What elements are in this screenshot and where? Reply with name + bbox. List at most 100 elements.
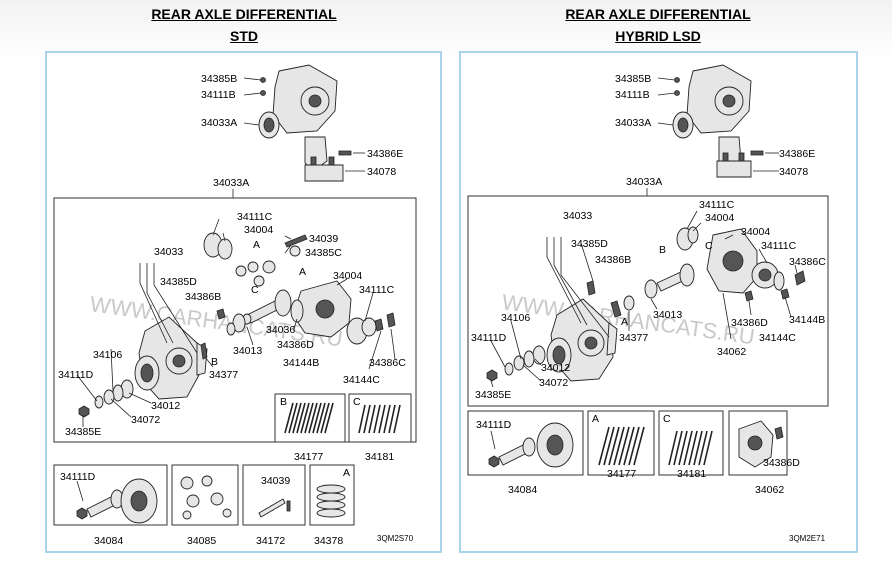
box-34181-lsd[interactable] xyxy=(658,410,724,476)
label-34181-lsd[interactable]: 34181 xyxy=(677,468,706,480)
label-34386D-b-lsd[interactable]: 34386D xyxy=(763,457,800,469)
label-34004-b[interactable]: 34004 xyxy=(333,270,362,282)
housing-cover-assembly-lsd[interactable] xyxy=(672,64,764,178)
label-34013[interactable]: 34013 xyxy=(233,345,262,357)
label-34039[interactable]: 34039 xyxy=(309,233,338,245)
label-34012[interactable]: 34012 xyxy=(151,400,180,412)
label-34072-lsd[interactable]: 34072 xyxy=(539,377,568,389)
box-letter-A: A xyxy=(343,467,350,479)
spring-34177 xyxy=(284,402,334,434)
box-34172[interactable] xyxy=(242,464,306,526)
pinion-rings-lsd[interactable] xyxy=(486,345,546,382)
housing-cover-assembly[interactable] xyxy=(258,64,352,182)
box-34378[interactable] xyxy=(309,464,355,526)
label-34033A-top[interactable]: 34033A xyxy=(201,117,237,129)
label-34084-lsd[interactable]: 34084 xyxy=(508,484,537,496)
label-34085[interactable]: 34085 xyxy=(187,535,216,547)
label-34385E-lsd[interactable]: 34385E xyxy=(475,389,511,401)
label-34111B-lsd[interactable]: 34111B xyxy=(615,89,650,101)
lsd-case-34062[interactable] xyxy=(706,228,785,294)
box-34062-lsd[interactable] xyxy=(728,410,788,476)
label-34111C-a[interactable]: 34111C xyxy=(237,211,273,223)
label-34111C-b-lsd[interactable]: 34111C xyxy=(761,240,797,252)
figure-code-std: 3QM2S70 xyxy=(377,534,414,543)
label-34385E[interactable]: 34385E xyxy=(65,426,101,438)
box-letter-A-lsd: A xyxy=(592,413,599,425)
label-34033A-frame-lsd[interactable]: 34033A xyxy=(626,176,662,188)
differential-case[interactable] xyxy=(290,280,352,338)
label-34084[interactable]: 34084 xyxy=(94,535,123,547)
exploded-assembly-frame-lsd xyxy=(467,195,829,407)
label-34385B[interactable]: 34385B xyxy=(201,73,237,85)
box-34181[interactable] xyxy=(348,393,412,443)
label-34172[interactable]: 34172 xyxy=(256,535,285,547)
label-34033[interactable]: 34033 xyxy=(154,246,183,258)
label-34033-lsd[interactable]: 34033 xyxy=(563,210,592,222)
box-34084[interactable] xyxy=(53,464,168,526)
pinion-bearing[interactable] xyxy=(232,313,246,333)
label-34386D-lsd[interactable]: 34386D xyxy=(731,317,768,329)
label-34004-b-lsd[interactable]: 34004 xyxy=(741,226,770,238)
label-34377-lsd[interactable]: 34377 xyxy=(619,332,648,344)
label-34013-lsd[interactable]: 34013 xyxy=(653,309,682,321)
label-34033A-frame[interactable]: 34033A xyxy=(213,177,249,189)
pinion-bearing-lsd[interactable] xyxy=(644,279,658,299)
label-34377[interactable]: 34377 xyxy=(209,369,238,381)
label-34385D-lsd[interactable]: 34385D xyxy=(571,238,608,250)
label-34004-a-lsd[interactable]: 34004 xyxy=(705,212,734,224)
label-34385C[interactable]: 34385C xyxy=(305,247,342,259)
label-34062-lsd[interactable]: 34062 xyxy=(717,346,746,358)
label-34111C-a-lsd[interactable]: 34111C xyxy=(699,199,735,211)
label-34111B[interactable]: 34111B xyxy=(201,89,236,101)
label-34111D-lsd[interactable]: 34111D xyxy=(471,332,507,344)
label-34004-a[interactable]: 34004 xyxy=(244,224,273,236)
label-34386D[interactable]: 34386D xyxy=(277,339,314,351)
box-34177[interactable] xyxy=(274,393,346,443)
label-34072[interactable]: 34072 xyxy=(131,414,160,426)
label-34385D[interactable]: 34385D xyxy=(160,276,197,288)
label-34386C[interactable]: 34386C xyxy=(369,357,406,369)
carrier-housing-lsd[interactable] xyxy=(546,298,618,382)
spacer-lsd[interactable] xyxy=(623,295,635,311)
label-34181[interactable]: 34181 xyxy=(365,451,394,463)
label-34106[interactable]: 34106 xyxy=(93,349,122,361)
label-34039-b[interactable]: 34039 xyxy=(261,475,290,487)
label-34111D-b-lsd[interactable]: 34111D xyxy=(476,419,512,431)
label-34144B[interactable]: 34144B xyxy=(283,357,319,369)
label-34078-lsd[interactable]: 34078 xyxy=(779,166,808,178)
label-34106-lsd[interactable]: 34106 xyxy=(501,312,530,324)
label-34078[interactable]: 34078 xyxy=(367,166,396,178)
label-34062-b-lsd[interactable]: 34062 xyxy=(755,484,784,496)
label-34144C[interactable]: 34144C xyxy=(343,374,380,386)
drive-pinion-lsd[interactable] xyxy=(656,226,699,292)
box-34084-lsd[interactable] xyxy=(467,410,584,476)
label-34385B-lsd[interactable]: 34385B xyxy=(615,73,651,85)
label-34111D[interactable]: 34111D xyxy=(58,369,94,381)
label-34144B-lsd[interactable]: 34144B xyxy=(789,314,825,326)
label-34378[interactable]: 34378 xyxy=(314,535,343,547)
box-34177-lsd[interactable] xyxy=(587,410,655,476)
heading-lsd-line1: REAR AXLE DIFFERENTIAL xyxy=(565,6,751,22)
label-34033A-top-lsd[interactable]: 34033A xyxy=(615,117,651,129)
label-34144C-lsd[interactable]: 34144C xyxy=(759,332,796,344)
drive-pinion[interactable] xyxy=(242,289,292,325)
std-diagram-panel[interactable]: WWW.CARHANCATS.RU xyxy=(45,51,442,553)
label-34386E[interactable]: 34386E xyxy=(367,148,403,160)
letter-C-lsd: C xyxy=(705,240,713,252)
spacer-ring[interactable] xyxy=(226,322,236,336)
label-34177-lsd[interactable]: 34177 xyxy=(607,468,636,480)
lsd-diagram-panel[interactable]: WWW.CARHANCATS.RU xyxy=(459,51,858,553)
label-34386B-lsd[interactable]: 34386B xyxy=(595,254,631,266)
label-34177[interactable]: 34177 xyxy=(294,451,323,463)
label-34386B[interactable]: 34386B xyxy=(185,291,221,303)
box-34085[interactable] xyxy=(171,464,239,526)
label-34036[interactable]: 34036 xyxy=(266,324,295,336)
label-34386C-lsd[interactable]: 34386C xyxy=(789,256,826,268)
heading-lsd-line2: HYBRID LSD xyxy=(615,28,701,44)
label-34111D-b[interactable]: 34111D xyxy=(60,471,96,483)
label-34386E-lsd[interactable]: 34386E xyxy=(779,148,815,160)
label-34012-lsd[interactable]: 34012 xyxy=(541,362,570,374)
spider-gears[interactable] xyxy=(235,245,301,287)
label-34111C-b[interactable]: 34111C xyxy=(359,284,395,296)
